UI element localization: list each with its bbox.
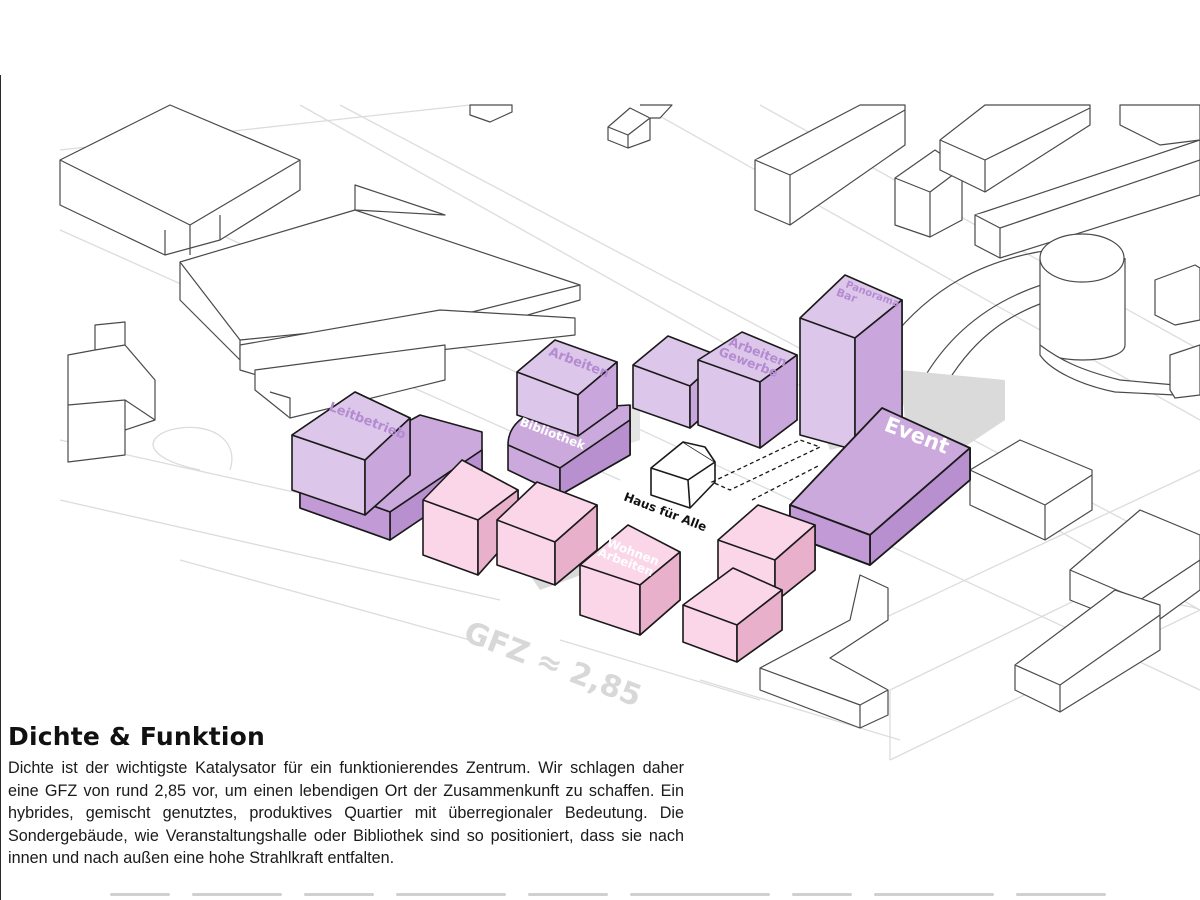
building-haus-fuer-alle	[650, 441, 716, 509]
dashed-bridge	[710, 439, 822, 501]
frame-line	[0, 75, 1, 900]
building-arbeiten-gewerbe	[697, 331, 798, 449]
building-arbeiten	[516, 339, 618, 437]
building-pink-4	[682, 567, 783, 663]
caption-title: Dichte & Funktion	[8, 722, 266, 751]
context-buildings	[59, 104, 1200, 729]
caption-block: Dichte & Funktion Dichte ist der wichtig…	[8, 722, 684, 870]
label-gfz: GFZ ≈ 2,85	[459, 615, 646, 715]
building-wohnen-arbeiten	[579, 524, 681, 636]
cropped-text-line	[110, 893, 1200, 900]
caption-body: Dichte ist der wichtigste Katalysator fü…	[8, 759, 684, 868]
building-bibliothek	[507, 404, 631, 496]
